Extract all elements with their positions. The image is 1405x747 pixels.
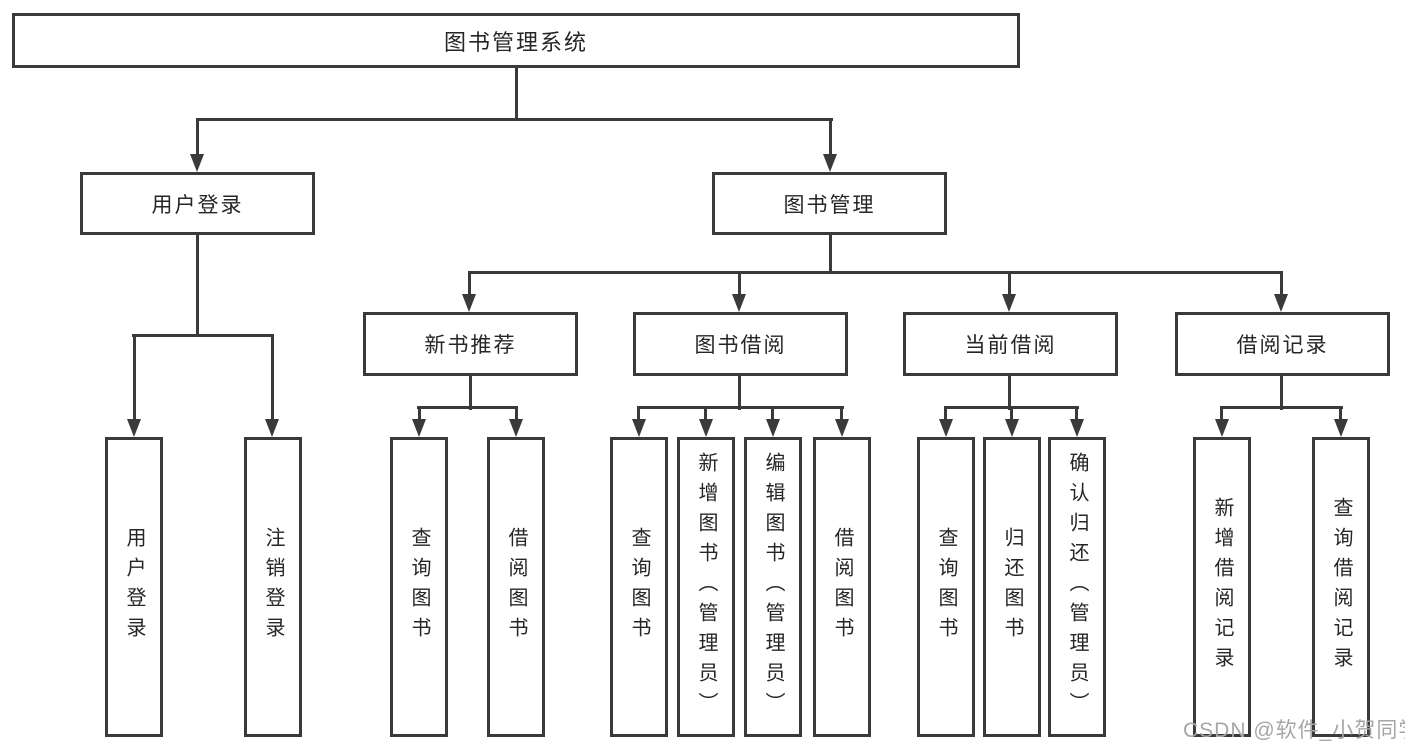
leaf-query-books-recommend: 查询图书 [390, 437, 448, 737]
arrowhead-leaf [1215, 419, 1229, 437]
connector-bookmgmt-stem [829, 233, 832, 274]
connector-drop-logout-leaf [271, 334, 274, 422]
leaf-return-books: 归还图书 [983, 437, 1041, 737]
arrowhead-leaf [1334, 419, 1348, 437]
connector-bookborrow-stem [738, 374, 741, 410]
connector-drop-book-mgmt [829, 118, 832, 158]
connector-records-bar [1220, 406, 1343, 409]
arrowhead-leaf [632, 419, 646, 437]
connector-drop-leaf [1339, 406, 1342, 422]
node-current-borrowing: 当前借阅 [903, 312, 1118, 376]
leaf-label: 用户登录 [123, 527, 145, 647]
leaf-edit-books-admin: 编辑图书（管理员） [744, 437, 802, 737]
leaf-label: 编辑图书（管理员） [762, 452, 784, 722]
arrowhead-user-login [190, 154, 204, 172]
leaf-label: 查询图书 [408, 527, 430, 647]
leaf-add-books-admin: 新增图书（管理员） [677, 437, 735, 737]
connector-newbooks-bar [417, 406, 518, 409]
leaf-borrow-books-recommend: 借阅图书 [487, 437, 545, 737]
connector-drop-leaf [418, 406, 421, 422]
arrowhead-leaf [1005, 419, 1019, 437]
arrowhead-leaf [766, 419, 780, 437]
connector-drop-leaf [637, 406, 640, 422]
node-label: 图书管理系统 [443, 29, 588, 55]
connector-drop-leaf [1010, 406, 1013, 422]
leaf-label: 新增图书（管理员） [695, 452, 717, 722]
connector-drop-leaf [771, 406, 774, 422]
leaf-label: 查询借阅记录 [1330, 497, 1352, 677]
node-user-login: 用户登录 [80, 172, 315, 235]
leaf-label: 查询图书 [935, 527, 957, 647]
leaf-query-borrow-record: 查询借阅记录 [1312, 437, 1370, 737]
node-label: 图书管理 [783, 193, 876, 217]
arrowhead-book-mgmt [823, 154, 837, 172]
node-book-borrowing: 图书借阅 [633, 312, 848, 376]
connector-drop-login-leaf [133, 334, 136, 422]
connector-drop-leaf [515, 406, 518, 422]
connector-newbooks-stem [469, 374, 472, 410]
leaf-user-login: 用户登录 [105, 437, 163, 737]
arrowhead-book-borrow [732, 294, 746, 312]
connector-drop-leaf [1075, 406, 1078, 422]
node-label: 用户登录 [151, 193, 244, 217]
node-label: 借阅记录 [1236, 334, 1329, 357]
connector-drop-book-borrow [738, 271, 741, 297]
leaf-confirm-return-admin: 确认归还（管理员） [1048, 437, 1106, 737]
connector-drop-user-login [196, 118, 199, 158]
leaf-label: 查询图书 [628, 527, 650, 647]
connector-userlogin-stem [196, 233, 199, 337]
leaf-label: 借阅图书 [505, 527, 527, 647]
arrowhead-logout-leaf [265, 419, 279, 437]
leaf-label: 借阅图书 [831, 527, 853, 647]
connector-drop-leaf [840, 406, 843, 422]
leaf-label: 新增借阅记录 [1211, 497, 1233, 677]
connector-drop-leaf [944, 406, 947, 422]
arrowhead-leaf [835, 419, 849, 437]
connector-root-bar [196, 118, 833, 121]
node-label: 当前借阅 [964, 334, 1057, 357]
connector-drop-current-borrow [1008, 271, 1011, 297]
connector-drop-borrow-records [1280, 271, 1283, 297]
connector-drop-leaf [1220, 406, 1223, 422]
leaf-borrow-books: 借阅图书 [813, 437, 871, 737]
leaf-query-books-current: 查询图书 [917, 437, 975, 737]
node-label: 图书借阅 [694, 334, 787, 357]
connector-drop-new-books [468, 271, 471, 297]
arrowhead-leaf [699, 419, 713, 437]
connector-root-stem [515, 66, 518, 121]
arrowhead-leaf [412, 419, 426, 437]
connector-currentborrow-stem [1008, 374, 1011, 410]
node-root-library-system: 图书管理系统 [12, 13, 1020, 68]
connector-userlogin-bar [132, 334, 274, 337]
arrowhead-leaf [509, 419, 523, 437]
arrowhead-new-books [462, 294, 476, 312]
connector-records-stem [1280, 374, 1283, 410]
leaf-label: 确认归还（管理员） [1066, 452, 1088, 722]
leaf-query-books-borrowing: 查询图书 [610, 437, 668, 737]
watermark-text: CSDN @软件_小贺同学 [1183, 719, 1405, 742]
node-label: 新书推荐 [424, 334, 517, 357]
leaf-label: 注销登录 [262, 527, 284, 647]
arrowhead-login-leaf [127, 419, 141, 437]
arrowhead-current-borrow [1002, 294, 1016, 312]
leaf-add-borrow-record: 新增借阅记录 [1193, 437, 1251, 737]
leaf-label: 归还图书 [1001, 527, 1023, 647]
node-book-management: 图书管理 [712, 172, 947, 235]
connector-bookborrow-bar [637, 406, 844, 409]
arrowhead-leaf [1070, 419, 1084, 437]
node-new-book-recommend: 新书推荐 [363, 312, 578, 376]
connector-bookmgmt-bar [468, 271, 1283, 274]
leaf-logout: 注销登录 [244, 437, 302, 737]
connector-drop-leaf [704, 406, 707, 422]
node-borrowing-records: 借阅记录 [1175, 312, 1390, 376]
arrowhead-borrow-records [1274, 294, 1288, 312]
arrowhead-leaf [939, 419, 953, 437]
